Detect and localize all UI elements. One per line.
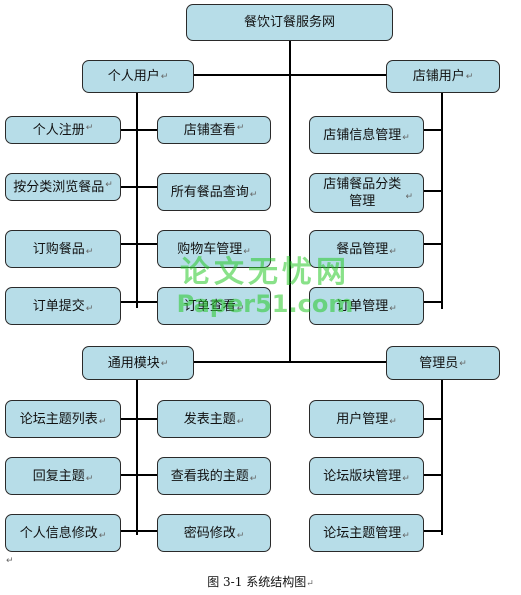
root-node: 餐饮订餐服务网 xyxy=(186,4,393,41)
feature-node: 订购餐品↵ xyxy=(5,230,121,268)
connector-personal-l1 xyxy=(120,129,137,131)
root-label: 餐饮订餐服务网 xyxy=(243,15,335,30)
group-label: 个人用户 xyxy=(107,69,160,84)
connector-admin-right xyxy=(441,379,443,535)
feature-node: 发表主题↵ xyxy=(157,400,271,438)
connector-common-left xyxy=(136,379,138,535)
connector-personal-l4 xyxy=(120,301,137,303)
group-label: 管理员 xyxy=(419,355,459,371)
feature-node: 餐品管理↵ xyxy=(309,230,424,268)
connector-admin-3 xyxy=(423,530,442,532)
feature-node: 所有餐品查询↵ xyxy=(157,173,271,211)
connector-personal-l3 xyxy=(120,243,137,245)
connector-trunk xyxy=(289,40,291,362)
connector-shop-4 xyxy=(423,301,442,303)
connector-common-l2 xyxy=(120,474,137,476)
connector-admin-1 xyxy=(423,418,442,420)
group-label: 通用模块 xyxy=(107,355,160,371)
figure-caption: 图 3-1 系统结构图↵ xyxy=(207,575,314,589)
feature-node: 个人信息修改↵ xyxy=(5,514,121,552)
feature-node: 查看我的主题↵ xyxy=(157,457,271,495)
connector-top-bus xyxy=(193,74,386,76)
connector-shop-1 xyxy=(423,129,442,131)
feature-node: 订单查看↵ xyxy=(157,287,271,325)
connector-common-r2 xyxy=(137,474,157,476)
group-administrator: 管理员↵ xyxy=(386,346,500,380)
caption-text: 图 3-1 系统结构图 xyxy=(207,575,307,589)
feature-node: 论坛主题管理↵ xyxy=(309,514,424,552)
feature-node: 店铺信息管理↵ xyxy=(309,116,424,154)
connector-common-r3 xyxy=(137,530,157,532)
connector-personal-left xyxy=(136,92,138,308)
group-personal-user: 个人用户↵ xyxy=(82,60,194,93)
group-common-module: 通用模块↵ xyxy=(82,346,194,380)
connector-personal-r1 xyxy=(137,129,157,131)
connector-personal-l2 xyxy=(120,186,137,188)
group-shop-user: 店铺用户↵ xyxy=(386,60,500,93)
feature-node: 论坛版块管理↵ xyxy=(309,457,424,495)
connector-personal-r4 xyxy=(137,301,157,303)
feature-node: 回复主题↵ xyxy=(5,457,121,495)
feature-node: 订单管理↵ xyxy=(309,287,424,325)
feature-node: 个人注册↵ xyxy=(5,116,121,144)
feature-node: 订单提交↵ xyxy=(5,287,121,325)
feature-node: 密码修改↵ xyxy=(157,514,271,552)
connector-admin-2 xyxy=(423,474,442,476)
connector-bottom-bus xyxy=(193,361,386,363)
connector-shop-right xyxy=(441,92,443,309)
connector-common-l1 xyxy=(120,418,137,420)
group-label: 店铺用户 xyxy=(412,69,465,84)
paragraph-mark-icon: ↵ xyxy=(6,556,14,566)
connector-personal-r3 xyxy=(137,243,157,245)
feature-node: 论坛主题列表↵ xyxy=(5,400,121,438)
feature-node: 店铺餐品分类管理↵ xyxy=(309,173,424,213)
connector-common-l3 xyxy=(120,530,137,532)
connector-shop-3 xyxy=(423,243,442,245)
feature-node: 店铺查看↵ xyxy=(157,116,271,144)
connector-personal-r2 xyxy=(137,186,157,188)
connector-common-r1 xyxy=(137,418,157,420)
feature-node: 按分类浏览餐品↵ xyxy=(5,173,121,201)
feature-node: 用户管理↵ xyxy=(309,400,424,438)
feature-node: 购物车管理↵ xyxy=(157,230,271,268)
connector-shop-2 xyxy=(423,190,442,192)
